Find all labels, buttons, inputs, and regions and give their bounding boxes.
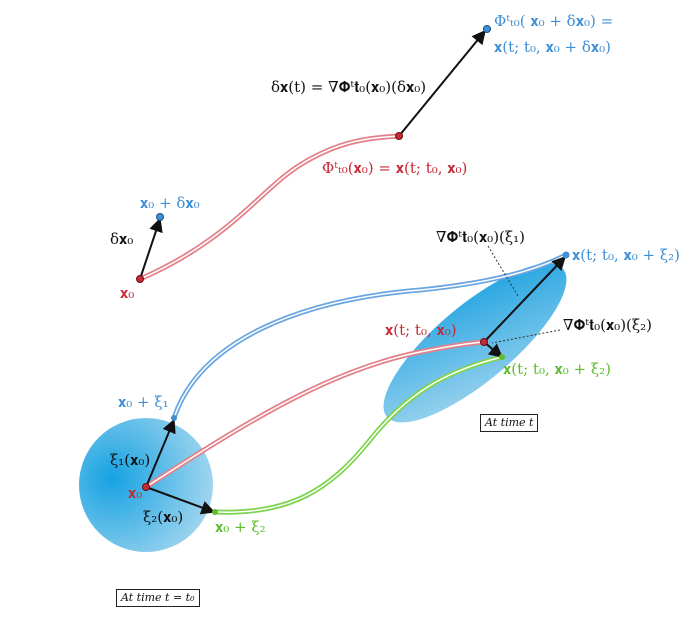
label-delta-x-t: δ𝐱(t) = ∇𝚽ᵗ𝐭₀(𝐱₀)(δ𝐱₀) [271,78,427,96]
label-xi2-x0: ξ₂(𝐱₀) [143,508,184,526]
point-x-red-t [480,338,488,346]
label-phi-top-line2: 𝐱(t; t₀, 𝐱₀ + δ𝐱₀) [494,38,611,56]
label-x-xi2-green: 𝐱(t; t₀, 𝐱₀ + ξ₂) [503,360,611,378]
caption-at-time-t: At time t [480,414,539,433]
label-x0-plus-xi2: 𝐱₀ + ξ₂ [215,518,266,536]
point-x0-bottom [142,483,150,491]
arrow-grad-xi1 [483,255,566,343]
label-dx0: δ𝐱₀ [110,230,134,248]
arrow-xi2 [145,486,216,515]
caption-at-time-t0: At time t = t₀ [116,589,200,608]
arrow-xi1 [145,418,176,488]
point-x0-top [136,275,144,283]
arrow-dx0 [139,217,163,280]
point-phi-top [483,25,491,33]
label-phi-red: Φᵗₜ₀(𝐱₀) = 𝐱(t; t₀, 𝐱₀) [322,159,468,177]
label-phi-top-line1: Φᵗₜ₀( 𝐱₀ + δ𝐱₀) = [494,12,614,30]
pointer-grad-xi2 [491,329,561,344]
label-x0-plus-dx0: 𝐱₀ + δ𝐱₀ [140,194,200,212]
point-x0-plus-dx0 [156,213,164,221]
point-phi-red [395,132,403,140]
label-x-red-t: 𝐱(t; t₀, 𝐱₀) [385,321,457,339]
point-x0-plus-xi2 [212,509,218,515]
label-x0-bottom: 𝐱₀ [128,484,143,502]
label-grad-xi2: ∇𝚽ᵗ𝐭₀(𝐱₀)(ξ₂) [563,316,653,334]
label-xi1-x0: ξ₁(𝐱₀) [110,451,151,469]
pointer-grad-xi1 [487,245,519,297]
arrow-delta-x-t [398,29,486,137]
label-x0-top: 𝐱₀ [120,284,135,302]
point-x-blue-t [562,251,570,259]
label-x-xi2-blue: 𝐱(t; t₀, 𝐱₀ + ξ₂) [572,246,680,264]
label-x0-plus-xi1: 𝐱₀ + ξ₁ [118,393,169,411]
label-grad-xi1: ∇𝚽ᵗ𝐭₀(𝐱₀)(ξ₁) [436,228,526,246]
point-x-green-t [499,354,505,360]
point-x0-plus-xi1 [171,415,177,421]
